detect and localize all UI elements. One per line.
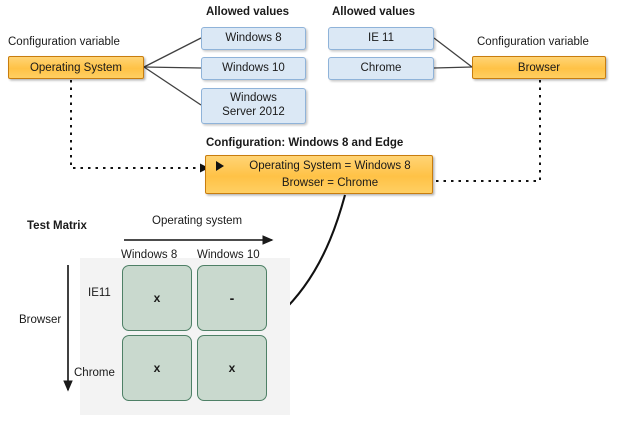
- config-variable-label-right: Configuration variable: [477, 36, 589, 48]
- allowed-value-line-1: Windows: [230, 92, 277, 105]
- matrix-column-header-windows-10: Windows 10: [197, 249, 260, 261]
- configuration-box[interactable]: Operating System = Windows 8 Browser = C…: [205, 155, 433, 194]
- allowed-value-ie-11[interactable]: IE 11: [328, 27, 434, 50]
- matrix-column-header-windows-8: Windows 8: [121, 249, 178, 261]
- variable-box-browser[interactable]: Browser: [472, 56, 606, 79]
- matrix-cell-chrome-windows-8[interactable]: x: [122, 335, 192, 401]
- matrix-row-header-ie11: IE11: [88, 287, 111, 299]
- config-variable-label-left: Configuration variable: [8, 36, 120, 48]
- allowed-value-chrome[interactable]: Chrome: [328, 57, 434, 80]
- browser-value-connectors: [433, 37, 473, 69]
- allowed-values-label-right: Allowed values: [332, 6, 416, 18]
- allowed-value-windows-server-2012[interactable]: Windows Server 2012: [201, 88, 306, 124]
- allowed-value-windows-8[interactable]: Windows 8: [201, 27, 306, 50]
- allowed-values-label-left: Allowed values: [206, 6, 290, 18]
- matrix-row-header-chrome: Chrome: [74, 367, 115, 379]
- matrix-y-axis-label: Browser: [19, 314, 62, 326]
- matrix-x-axis-label: Operating system: [152, 215, 243, 227]
- play-triangle-icon: [216, 161, 224, 171]
- matrix-cell-ie11-windows-10[interactable]: -: [197, 265, 267, 331]
- allowed-value-windows-10[interactable]: Windows 10: [201, 57, 306, 80]
- matrix-cell-ie11-windows-8[interactable]: x: [122, 265, 192, 331]
- os-value-connectors: [143, 37, 202, 106]
- configuration-title: Configuration: Windows 8 and Edge: [206, 137, 404, 149]
- matrix-cell-chrome-windows-10[interactable]: x: [197, 335, 267, 401]
- allowed-value-line-2: Server 2012: [222, 106, 285, 118]
- configuration-line-2: Browser = Chrome: [281, 176, 379, 189]
- configuration-line-1: Operating System = Windows 8: [249, 159, 411, 172]
- os-to-config-dotted: [70, 80, 200, 169]
- variable-box-operating-system[interactable]: Operating System: [8, 56, 144, 79]
- page-title-test-matrix: Test Matrix: [27, 220, 87, 232]
